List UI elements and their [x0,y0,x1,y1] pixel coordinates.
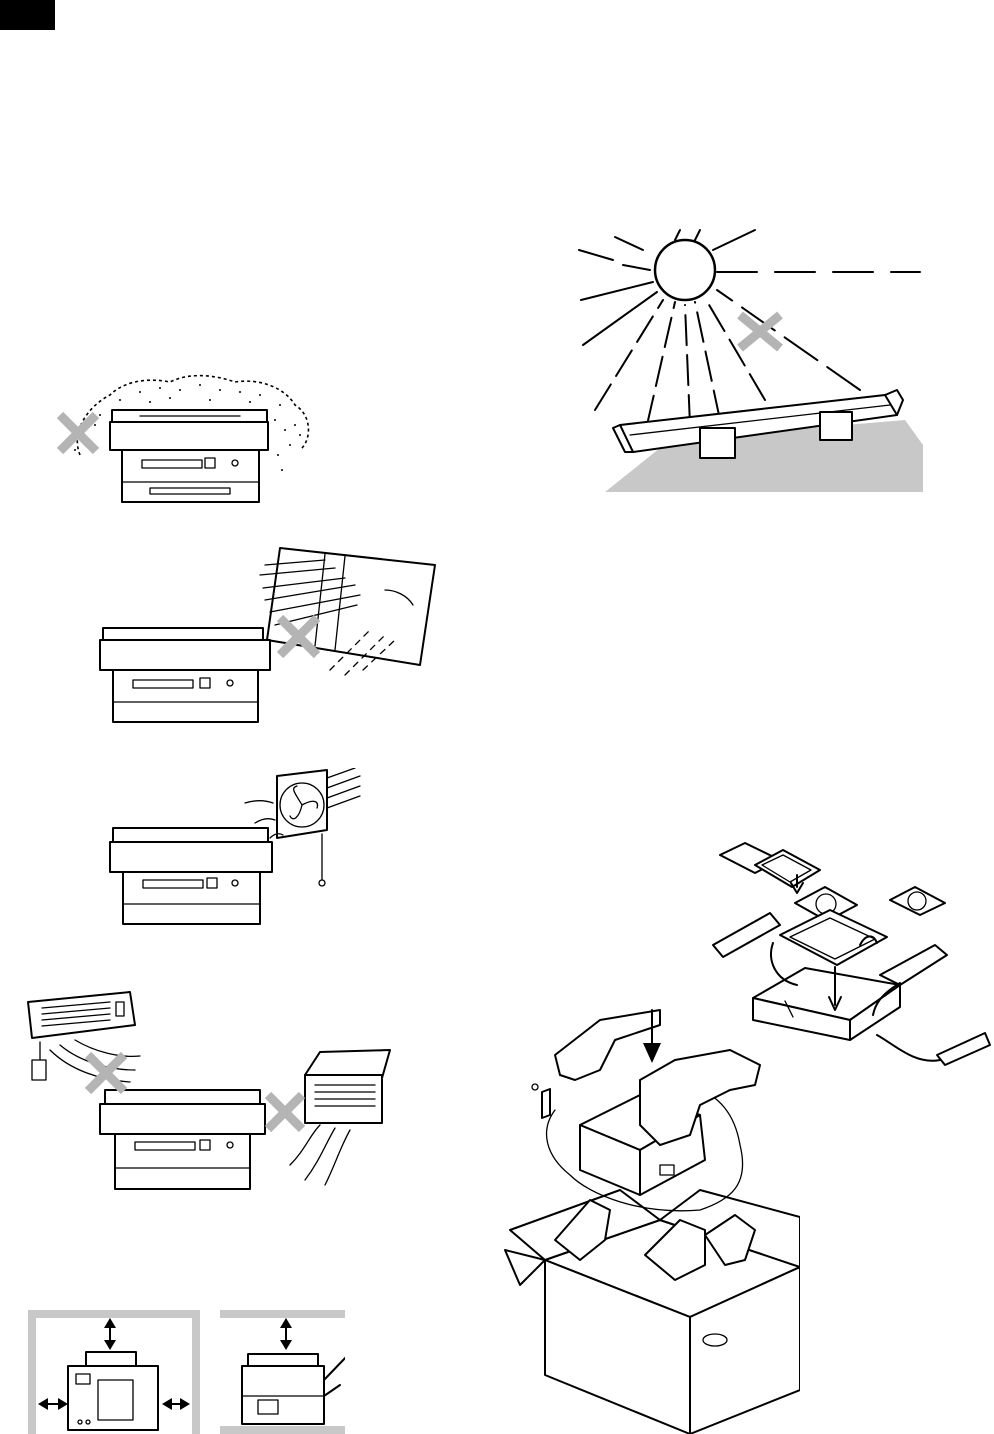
screw-icon [532,1084,550,1118]
paper-guide-bag [937,1033,990,1065]
packing-carton-illustration [500,995,800,1434]
carton-icon [505,1190,800,1434]
prohibited-mark [280,618,317,655]
clearance-shade-bottom [220,1426,345,1434]
clearance-front-illustration [28,1300,200,1434]
prohibited-mark [60,415,96,451]
clearance-side-illustration [220,1300,345,1434]
printer-side-view [242,1354,345,1424]
ventilation-fan-illustration [105,768,365,928]
heater-icon [290,1050,390,1185]
printer-front-view [68,1352,158,1430]
air-conditioner-icon [28,992,140,1082]
sunlight-toner-illustration [575,220,925,495]
drum-bag [880,945,947,985]
window-light-illustration [95,540,440,725]
window-icon [260,548,435,675]
prohibited-mark-heater [268,1095,302,1129]
dust-illustration [50,370,330,510]
clearance-arrows-icon [280,1318,292,1350]
toner-bag [713,913,780,957]
printer-body [110,410,268,502]
prohibited-mark-ac [88,1055,124,1091]
air-conditioner-heater-illustration [20,990,400,1195]
corner-tab [0,0,55,30]
cd-disc-icon [890,887,945,915]
printer-body [100,1090,265,1189]
printer-body [110,828,272,924]
clearance-shade-top [220,1310,345,1318]
printer-body [100,628,270,722]
